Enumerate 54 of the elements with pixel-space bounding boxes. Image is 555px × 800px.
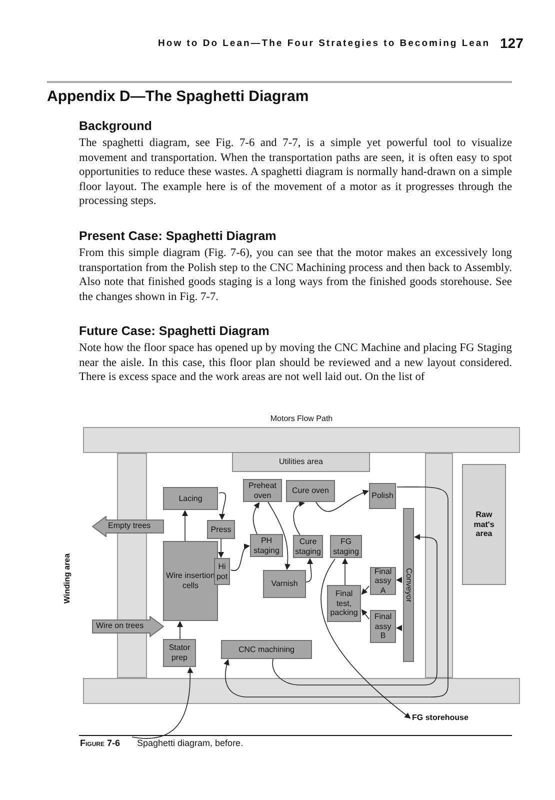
flow-arrow (177, 621, 183, 640)
process-box: Cure staging (293, 535, 323, 558)
process-box: Cure oven (286, 480, 335, 502)
process-box: CNC machining (221, 640, 312, 659)
process-box: Final test, packing (327, 585, 361, 622)
section-heading: Appendix D—The Spaghetti Diagram (47, 88, 309, 105)
flow-arrow (218, 538, 224, 558)
flow-arrow (268, 502, 290, 570)
flow-arrow (361, 586, 370, 595)
process-box: Preheat oven (243, 479, 282, 502)
arrow-label: Wire on trees (96, 621, 144, 630)
process-box: Hi pot (214, 558, 230, 585)
figure-caption: Spaghetti diagram, before. (137, 738, 244, 748)
arrow-label: Empty trees (108, 521, 151, 530)
area-box: Utilities area (232, 452, 370, 472)
process-box: Polish (369, 483, 396, 509)
conveyor-box: Conveyor (403, 508, 414, 662)
area-box: Raw mat's area (462, 464, 506, 585)
flow-arrow (320, 558, 411, 719)
process-box: PH staging (250, 534, 283, 557)
flow-arrow (396, 577, 402, 583)
figure-number: Figure 7-6 (80, 738, 120, 748)
flow-arrow (182, 510, 188, 542)
flow-arrow (361, 609, 370, 620)
flow-arrow (316, 490, 369, 512)
subheading: Background (79, 119, 152, 133)
flow-arrow (252, 502, 260, 534)
flow-arrow (396, 625, 402, 631)
process-box: Varnish (263, 570, 306, 598)
process-box: Final assy B (370, 610, 396, 643)
process-box: Lacing (163, 487, 218, 510)
flow-arrow (224, 486, 448, 698)
area-label: FG storehouse (412, 713, 482, 725)
process-box: FG staging (330, 535, 362, 558)
area-label: Winding area (62, 552, 72, 606)
running-header: How to Do Lean—The Four Strategies to Becoming Lean (157, 38, 490, 49)
process-box: Wire insertion cells (163, 541, 218, 621)
flow-arrow (342, 558, 348, 586)
subheading: Present Case: Spaghetti Diagram (79, 229, 276, 243)
process-box: Stator prep (163, 639, 196, 667)
figure-title: Motors Flow Path (269, 414, 334, 423)
subheading: Future Case: Spaghetti Diagram (79, 324, 270, 338)
flow-arrow (230, 544, 250, 571)
body-paragraph: From this simple diagram (Fig. 7-6), you can see that the motor makes an excessively long transportation from the Polish step to the CNC Machining process and then back to Assembly. Also note that finished goods staging is a long ways from the finished goods storehouse. See the changes shown in Fig. 7-7. (79, 246, 512, 304)
body-paragraph: Note how the floor space has opened up by moving the CNC Machine and placing FG Staging near the aisle. In this case, this floor plan should be reviewed and a new layout considered. There is excess space and the work areas are not well laid out. On the list of (79, 341, 512, 385)
flow-arrow (218, 492, 226, 520)
page-number: 127 (500, 35, 524, 51)
process-box: Final assy A (370, 567, 396, 595)
flow-arrow (293, 501, 305, 536)
flow-arrow (132, 667, 194, 739)
body-paragraph: The spaghetti diagram, see Fig. 7-6 and 7-7, is a simple yet powerful tool to visualize movement and transportation. When the transportation paths are seen, it is often easy to spot opportunities to reduce these wastes. A spaghetti diagram is normally hand-drawn on a simple floor layout. The example here is of the movement of a motor as it progresses through the processing steps. (79, 136, 512, 209)
flow-arrow (306, 558, 314, 582)
process-box: Press (207, 520, 235, 539)
flow-arrow (272, 534, 438, 686)
